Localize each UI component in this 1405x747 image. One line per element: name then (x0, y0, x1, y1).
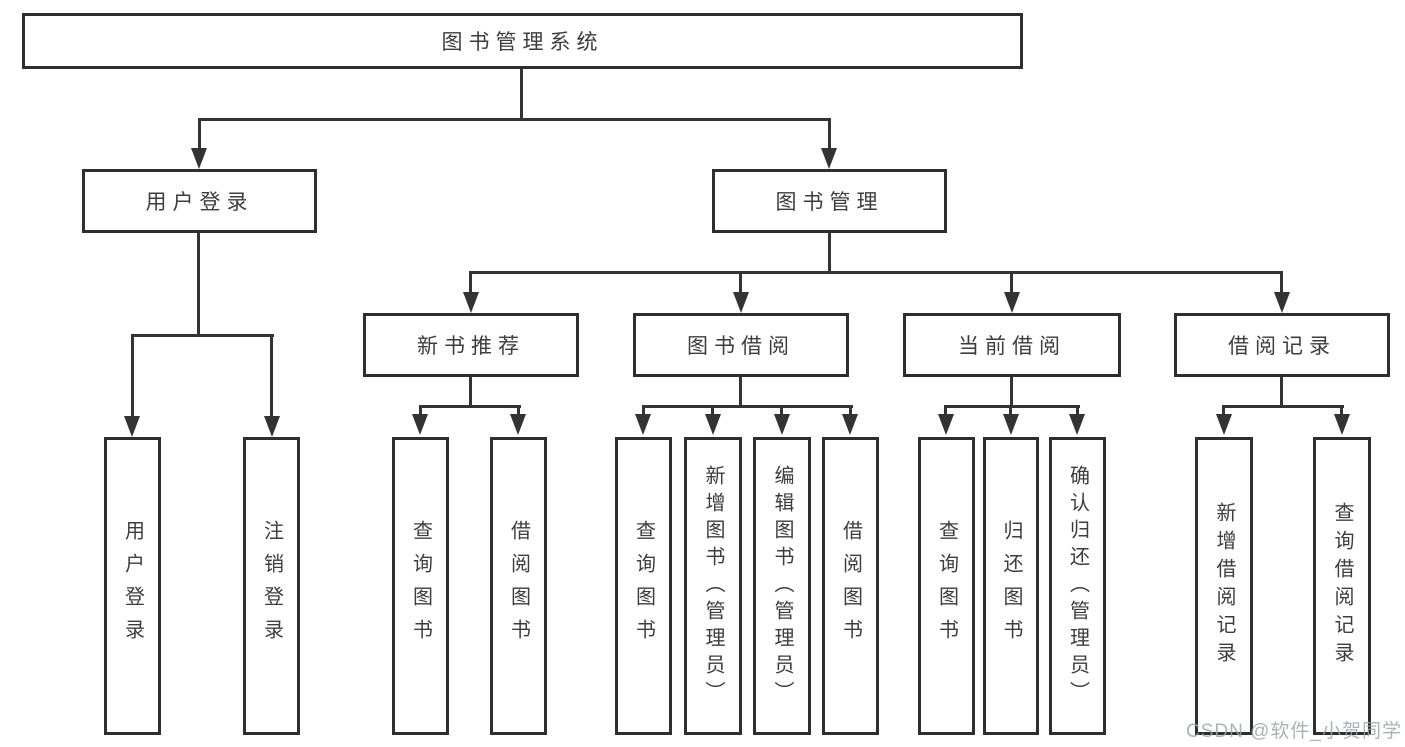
connector-vline (1076, 405, 1079, 419)
leaf-current-query-books-label: 查询图书 (935, 520, 958, 652)
leaf-current-return-books-label: 归还图书 (1000, 520, 1022, 652)
connector-vline (520, 69, 523, 119)
leaf-records-query-record-label: 查询借阅记录 (1331, 502, 1353, 670)
connector-hline (469, 271, 1283, 274)
leaf-borrow-query-books: 查询图书 (615, 437, 672, 735)
arrowhead-down-icon (1216, 414, 1232, 435)
connector-vline (944, 405, 947, 419)
leaf-borrow-query-books-label: 查询图书 (632, 520, 655, 652)
leaf-current-confirm-return-admin: 确认归还（管理员） (1049, 437, 1106, 735)
leaf-current-return-books: 归还图书 (983, 437, 1039, 735)
arrowhead-down-icon (821, 148, 837, 169)
arrowhead-down-icon (510, 414, 526, 435)
node-book-management: 图书管理 (712, 169, 947, 233)
leaf-user-login-label: 用户登录 (121, 520, 144, 652)
connector-hline (419, 405, 521, 408)
connector-vline (711, 405, 714, 419)
connector-vline (270, 334, 273, 419)
node-root-label: 图书管理系统 (441, 31, 604, 54)
arrowhead-down-icon (463, 292, 479, 313)
node-new-book-recommend: 新书推荐 (363, 313, 579, 377)
connector-vline (1280, 377, 1283, 408)
arrowhead-down-icon (412, 414, 428, 435)
connector-vline (1010, 271, 1013, 299)
leaf-records-query-record: 查询借阅记录 (1313, 437, 1371, 735)
arrowhead-down-icon (1004, 292, 1020, 313)
connector-vline (1222, 405, 1225, 419)
connector-hline (131, 334, 274, 337)
node-current-borrow: 当前借阅 (903, 313, 1121, 377)
connector-vline (642, 405, 645, 419)
leaf-recommend-query-books: 查询图书 (392, 437, 449, 735)
node-root: 图书管理系统 (22, 13, 1023, 69)
leaf-logout-label: 注销登录 (260, 520, 283, 652)
node-user-login-label: 用户登录 (145, 191, 254, 214)
connector-vline (739, 271, 742, 299)
connector-vline (469, 271, 472, 299)
connector-vline (419, 405, 422, 419)
arrowhead-down-icon (1334, 414, 1350, 435)
leaf-user-login: 用户登录 (104, 437, 161, 735)
connector-hline (642, 405, 853, 408)
arrowhead-down-icon (1274, 292, 1290, 313)
node-book-borrow: 图书借阅 (633, 313, 849, 377)
leaf-recommend-borrow-books: 借阅图书 (490, 437, 547, 735)
node-new-book-recommend-label: 新书推荐 (417, 335, 525, 358)
node-user-login: 用户登录 (82, 169, 317, 233)
arrowhead-down-icon (774, 414, 790, 435)
connector-vline (469, 377, 472, 408)
leaf-borrow-borrow-books: 借阅图书 (822, 437, 879, 735)
leaf-current-confirm-return-admin-label: 确认归还（管理员） (1066, 464, 1089, 708)
leaf-logout: 注销登录 (243, 437, 300, 735)
arrowhead-down-icon (191, 148, 207, 169)
connector-vline (198, 118, 201, 151)
connector-vline (517, 405, 520, 419)
arrowhead-down-icon (1003, 414, 1019, 435)
node-borrow-records-label: 借阅记录 (1228, 335, 1336, 358)
arrowhead-down-icon (124, 416, 140, 437)
connector-hline (944, 405, 1080, 408)
connector-vline (197, 233, 200, 337)
arrowhead-down-icon (842, 414, 858, 435)
node-book-borrow-label: 图书借阅 (687, 335, 795, 358)
node-current-borrow-label: 当前借阅 (958, 335, 1066, 358)
arrowhead-down-icon (733, 292, 749, 313)
watermark: CSDN @软件_小贺同学 (1186, 721, 1402, 742)
node-book-management-label: 图书管理 (775, 191, 884, 214)
connector-vline (1340, 405, 1343, 419)
connector-vline (739, 377, 742, 408)
leaf-borrow-add-books-admin: 新增图书（管理员） (684, 437, 742, 735)
leaf-borrow-edit-books-admin: 编辑图书（管理员） (753, 437, 811, 735)
leaf-borrow-edit-books-admin-label: 编辑图书（管理员） (771, 464, 793, 708)
leaf-borrow-add-books-admin-label: 新增图书（管理员） (702, 464, 724, 708)
connector-vline (1280, 271, 1283, 299)
node-borrow-records: 借阅记录 (1174, 313, 1390, 377)
leaf-records-add-record: 新增借阅记录 (1195, 437, 1253, 735)
connector-vline (828, 118, 831, 151)
connector-vline (1009, 405, 1012, 419)
arrowhead-down-icon (938, 414, 954, 435)
connector-vline (1010, 377, 1013, 408)
connector-vline (780, 405, 783, 419)
leaf-recommend-borrow-books-label: 借阅图书 (507, 520, 530, 652)
arrowhead-down-icon (264, 416, 280, 437)
connector-vline (828, 233, 831, 274)
connector-vline (849, 405, 852, 419)
leaf-recommend-query-books-label: 查询图书 (409, 520, 432, 652)
leaf-current-query-books: 查询图书 (918, 437, 975, 735)
connector-vline (131, 334, 134, 419)
arrowhead-down-icon (1069, 414, 1085, 435)
arrowhead-down-icon (635, 414, 651, 435)
connector-hline (1222, 405, 1344, 408)
connector-hline (198, 118, 831, 121)
leaf-borrow-borrow-books-label: 借阅图书 (839, 520, 862, 652)
arrowhead-down-icon (705, 414, 721, 435)
leaf-records-add-record-label: 新增借阅记录 (1213, 502, 1235, 670)
